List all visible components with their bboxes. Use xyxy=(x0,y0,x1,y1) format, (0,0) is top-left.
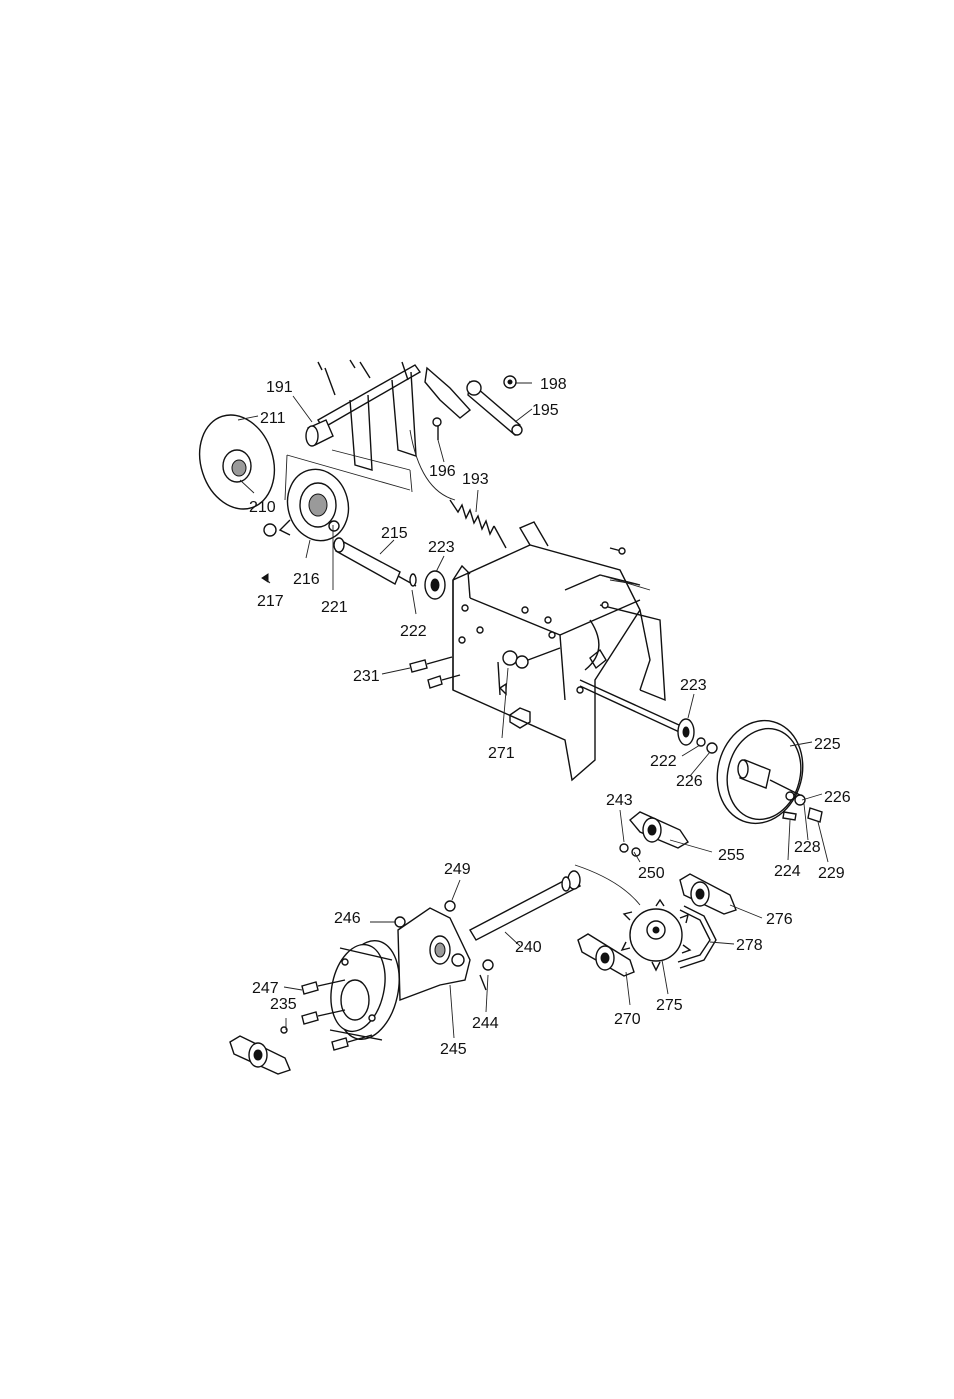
label-275: 275 xyxy=(656,997,683,1014)
label-210: 210 xyxy=(249,499,276,516)
label-222: 222 xyxy=(400,623,427,640)
label-224: 224 xyxy=(774,863,801,880)
label-276: 276 xyxy=(766,911,793,928)
flange-bearing-270 xyxy=(578,934,634,976)
label-229: 229 xyxy=(818,865,845,882)
bearing-housing-216 xyxy=(262,462,356,582)
label-216: 216 xyxy=(293,571,320,588)
label-250: 250 xyxy=(638,865,665,882)
nut-249 xyxy=(395,901,455,927)
label-226-right: 226 xyxy=(824,789,851,806)
spring-193 xyxy=(410,430,506,548)
label-249: 249 xyxy=(444,861,471,878)
label-271: 271 xyxy=(488,745,515,762)
label-217: 217 xyxy=(257,593,284,610)
label-193: 193 xyxy=(462,471,489,488)
label-226-lower: 226 xyxy=(676,773,703,790)
drum-246 xyxy=(323,935,407,1045)
main-frame xyxy=(453,522,665,780)
label-195: 195 xyxy=(532,402,559,419)
label-240: 240 xyxy=(515,939,542,956)
label-247: 247 xyxy=(252,980,279,997)
label-198: 198 xyxy=(540,376,567,393)
label-235: 235 xyxy=(270,996,297,1013)
label-211: 211 xyxy=(260,410,286,427)
label-246: 246 xyxy=(334,910,361,927)
label-245: 245 xyxy=(440,1041,467,1058)
shaft-215 xyxy=(334,538,416,586)
axle-240 xyxy=(470,865,640,940)
label-243: 243 xyxy=(606,792,633,809)
label-215: 215 xyxy=(381,525,408,542)
label-225: 225 xyxy=(814,736,841,753)
label-255: 255 xyxy=(718,847,745,864)
label-196: 196 xyxy=(429,463,456,480)
label-278: 278 xyxy=(736,937,763,954)
flange-bearing-255 xyxy=(620,812,688,856)
bearing-223-lower xyxy=(678,719,717,753)
label-191: 191 xyxy=(266,379,293,396)
drive-shaft xyxy=(580,680,690,736)
label-221: 221 xyxy=(321,599,348,616)
label-223-upper: 223 xyxy=(428,539,455,556)
label-222-lower: 222 xyxy=(650,753,677,770)
label-223-lower: 223 xyxy=(680,677,707,694)
pulley-225 xyxy=(706,711,814,833)
label-231: 231 xyxy=(353,668,380,685)
chain-278 xyxy=(678,906,716,968)
label-228: 228 xyxy=(794,839,821,856)
flange-bearing-lower-left xyxy=(230,1036,290,1074)
label-244: 244 xyxy=(472,1015,499,1032)
part-number-labels: 191 211 210 216 217 221 215 222 223 198 … xyxy=(249,376,851,1058)
bearing-223-upper xyxy=(425,571,445,599)
label-270: 270 xyxy=(614,1011,641,1028)
bracket-plate-245 xyxy=(398,908,470,1000)
